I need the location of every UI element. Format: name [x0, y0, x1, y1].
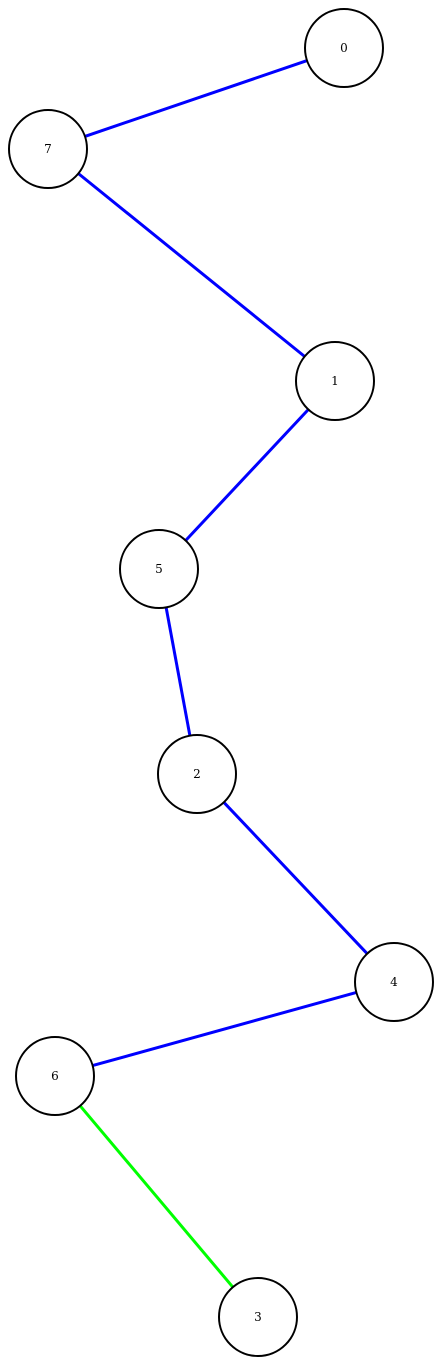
node-circle — [304, 8, 384, 88]
node-label: 6 — [51, 1069, 59, 1083]
edge-2-4 — [222, 801, 369, 955]
node-3: 3 — [218, 1277, 298, 1357]
node-circle — [218, 1277, 298, 1357]
node-circle — [8, 109, 88, 189]
node-circle — [354, 942, 434, 1022]
edge-1-5 — [184, 408, 310, 542]
node-circle — [157, 734, 237, 814]
nodes-layer: 0 7 1 5 2 4 6 3 — [8, 8, 434, 1357]
edge-5-2 — [164, 607, 192, 736]
node-circle — [295, 341, 375, 421]
node-2: 2 — [157, 734, 237, 814]
node-4: 4 — [354, 942, 434, 1022]
node-6: 6 — [15, 1036, 95, 1116]
node-7: 7 — [8, 109, 88, 189]
node-circle — [15, 1036, 95, 1116]
node-label: 7 — [44, 142, 52, 156]
edge-0-7 — [84, 59, 308, 138]
edge-7-1 — [77, 172, 306, 358]
node-label: 2 — [193, 767, 201, 781]
node-label: 0 — [340, 41, 348, 55]
edge-6-3 — [78, 1104, 235, 1289]
node-label: 5 — [155, 562, 163, 576]
edge-4-6 — [92, 990, 357, 1068]
edges-layer — [77, 59, 369, 1289]
node-label: 3 — [254, 1310, 262, 1324]
node-0: 0 — [304, 8, 384, 88]
node-1: 1 — [295, 341, 375, 421]
node-circle — [119, 529, 199, 609]
node-label: 4 — [390, 975, 398, 989]
node-label: 1 — [331, 374, 339, 388]
node-5: 5 — [119, 529, 199, 609]
